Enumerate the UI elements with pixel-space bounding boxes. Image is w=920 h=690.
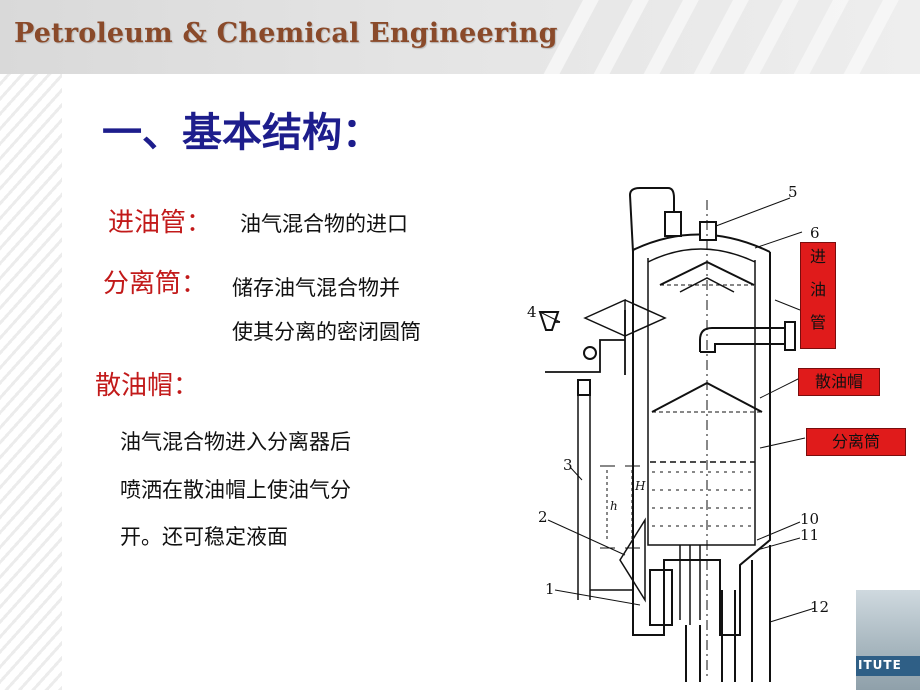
separator-diagram: 5 6 4 3 2 1 10 11 12 h H [527,183,829,682]
header-bar: Petroleum & Chemical Engineering [0,0,920,74]
corner-logo-band [856,656,920,676]
label-number-1: 1 [545,580,555,598]
body-line-3: 开。还可稳定液面 [120,525,288,549]
label-oil-cap: 散油帽 [798,368,880,396]
label-inlet-char-1: 进 [809,247,826,266]
control-valve [583,298,667,338]
corner-logo-text: ITUTE [858,658,902,672]
label-inlet-pipe: 进 油 管 [800,242,836,349]
vessel-inner-wall [647,258,756,546]
inlet-pipe [699,327,785,353]
desc-separator-drum-line1: 储存油气混合物并 [232,276,400,300]
valve-4-fitting [538,311,560,331]
corner-logo: ITUTE [856,590,920,690]
decorative-stripe-band [0,74,62,690]
level-gauge [577,395,591,600]
label-number-11: 11 [800,526,819,544]
label-number-2: 2 [538,508,548,526]
dim-label-H: H [634,479,646,493]
vessel-inner-head [647,248,756,263]
inlet-flange [784,321,796,351]
desc-inlet-pipe: 油气混合物的进口 [240,212,408,236]
section-title: 一、基本结构： [102,110,382,156]
label-number-3: 3 [563,456,573,474]
desc-separator-drum-line2: 使其分离的密闭圆筒 [232,320,421,344]
term-inlet-pipe: 进油管： [108,208,213,238]
header-title: Petroleum & Chemical Engineering [14,18,558,49]
gas-line [628,187,675,253]
term-oil-cap: 散油帽： [95,371,200,401]
item-2-fitting [619,517,646,603]
body-line-2: 喷洒在散油帽上使油气分 [120,478,351,502]
label-inlet-char-3: 管 [809,313,826,332]
term-separator-drum: 分离筒： [103,269,208,299]
label-separator-drum: 分离筒 [806,428,906,456]
float-chamber [649,569,673,626]
label-inlet-char-2: 油 [809,280,826,299]
label-number-10: 10 [800,510,819,528]
label-number-4: 4 [527,303,537,321]
top-nozzle [699,221,717,241]
support-legs [685,545,771,682]
label-number-12: 12 [810,598,829,616]
vessel-shell [632,250,771,636]
label-number-6: 6 [810,224,820,242]
label-number-5: 5 [788,183,798,201]
body-line-1: 油气混合物进入分离器后 [120,430,351,454]
dim-label-h: h [610,499,618,513]
